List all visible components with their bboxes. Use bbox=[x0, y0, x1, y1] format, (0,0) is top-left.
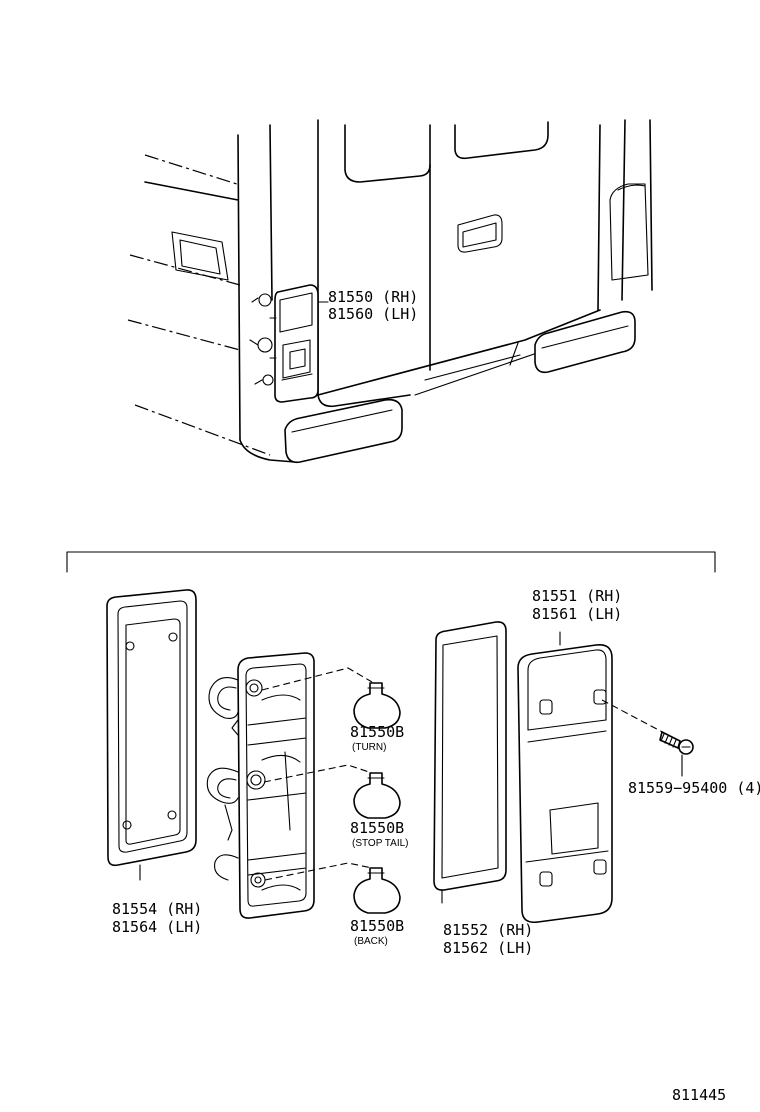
label-bulb-back-part: 81550B bbox=[350, 917, 405, 935]
section-divider bbox=[66, 551, 716, 573]
label-bulb-back-note: (BACK) bbox=[354, 936, 388, 947]
label-bulb-stop-part: 81550B bbox=[350, 819, 405, 837]
outer-gasket bbox=[106, 589, 197, 881]
lamp-housing bbox=[206, 652, 315, 919]
label-assembly-rh: 81550 (RH) bbox=[328, 288, 419, 306]
screw bbox=[601, 699, 694, 777]
label-lens-gasket-rh: 81552 (RH) bbox=[443, 921, 534, 939]
van-rear-view bbox=[127, 119, 653, 464]
label-outer-gasket-lh: 81564 (LH) bbox=[112, 918, 203, 936]
label-outer-gasket-rh: 81554 (RH) bbox=[112, 900, 203, 918]
lamp-lens bbox=[517, 631, 613, 924]
label-lens-lh: 81561 (LH) bbox=[532, 605, 623, 623]
label-screw: 81559−95400 (4) bbox=[628, 779, 760, 797]
label-lens-gasket-lh: 81562 (LH) bbox=[443, 939, 534, 957]
bulbs bbox=[261, 667, 401, 914]
diagram-number: 811445 bbox=[672, 1086, 727, 1104]
label-lens-rh: 81551 (RH) bbox=[532, 587, 623, 605]
label-bulb-stop-note: (STOP TAIL) bbox=[352, 838, 409, 849]
lens-gasket bbox=[433, 621, 507, 904]
label-assembly-lh: 81560 (LH) bbox=[328, 305, 419, 323]
label-bulb-turn-note: (TURN) bbox=[352, 742, 387, 753]
label-bulb-turn-part: 81550B bbox=[350, 723, 405, 741]
